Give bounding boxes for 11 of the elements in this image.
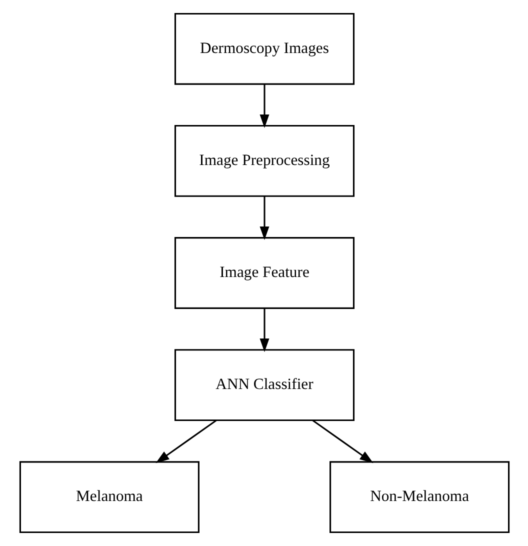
arrow xyxy=(259,84,269,128)
node-box: Dermoscopy Images xyxy=(174,12,354,85)
arrow xyxy=(312,420,373,464)
arrow xyxy=(259,196,269,240)
node-box: Melanoma xyxy=(18,461,199,534)
arrow xyxy=(259,308,269,352)
arrow xyxy=(155,420,216,464)
node-box: Image Preprocessing xyxy=(174,125,354,197)
node-box: ANN Classifier xyxy=(174,349,354,421)
node-box: Image Feature xyxy=(174,237,354,309)
node-box: Non-Melanoma xyxy=(329,461,510,534)
